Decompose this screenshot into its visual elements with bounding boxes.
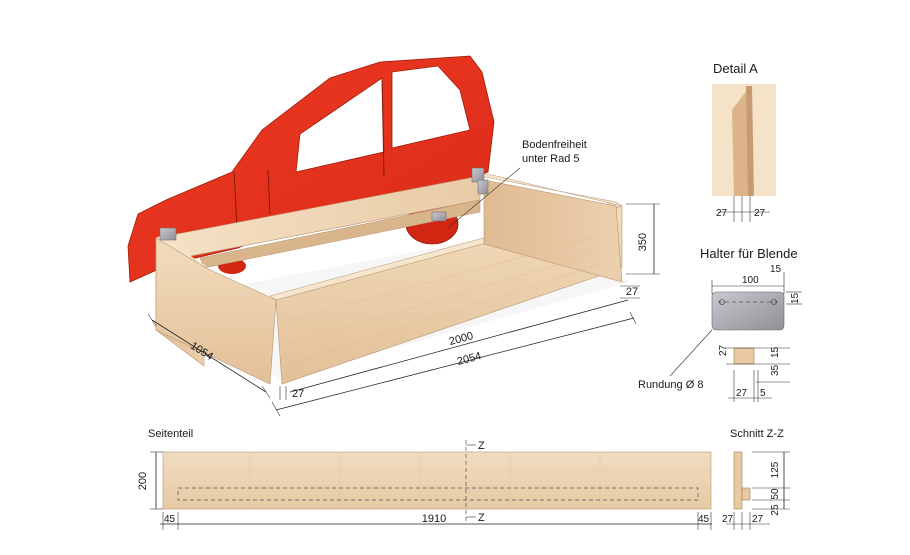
dim-board-right: 27 (626, 286, 638, 298)
side-dim-right-offset: 45 (698, 514, 710, 525)
holder-dim-width: 100 (742, 275, 759, 286)
side-dim-left-offset: 45 (164, 514, 176, 525)
section-dim-width-right: 27 (752, 514, 764, 525)
detail-a-title: Detail A (713, 61, 758, 76)
holder-dim-hole-right: 15 (790, 292, 801, 304)
dim-board-left: 27 (292, 388, 304, 400)
holder-detail: Halter für Blende 100 15 15 27 15 35 27 … (638, 246, 802, 402)
side-dim-height: 200 (137, 472, 149, 490)
side-part-elevation: Seitenteil Z Z 200 45 1910 45 (137, 428, 712, 530)
section-mark-bottom: Z (478, 512, 485, 524)
ground-clearance-callout: Bodenfreiheit unter Rad 5 (447, 139, 587, 229)
profile-dim-left: 27 (718, 344, 729, 356)
ground-clearance-label-1: Bodenfreiheit (522, 139, 587, 151)
section-title: Schnitt Z-Z (730, 428, 784, 440)
section-dim-width-left: 27 (722, 514, 734, 525)
profile-dim-height: 35 (770, 364, 781, 376)
holder-title: Halter für Blende (700, 246, 798, 261)
car-headboard (127, 55, 495, 283)
detail-a: Detail A 27 27 (712, 61, 776, 222)
section-dim-mid: 50 (770, 488, 781, 500)
side-dim-length: 1910 (422, 513, 446, 525)
bed-isometric-view (127, 55, 630, 385)
detail-a-dim-left: 27 (716, 208, 728, 219)
section-mark-top: Z (478, 440, 485, 452)
dim-outer-length: 2054 (456, 350, 483, 368)
profile-dim-bottom-width: 27 (736, 388, 748, 399)
holder-dim-hole-top: 15 (770, 264, 782, 275)
dim-bed-height: 350 (637, 233, 649, 251)
side-part-title: Seitenteil (148, 428, 193, 440)
detail-a-dim-right: 27 (754, 208, 766, 219)
section-z-z: Schnitt Z-Z 125 50 25 27 27 (722, 428, 790, 530)
profile-dim-bottom-gap: 5 (760, 388, 766, 399)
rounding-label: Rundung Ø 8 (638, 379, 703, 391)
section-dim-top: 125 (770, 461, 781, 478)
profile-dim-top: 15 (770, 346, 781, 358)
section-dim-bottom: 25 (770, 504, 781, 516)
ground-clearance-label-2: unter Rad 5 (522, 153, 579, 165)
